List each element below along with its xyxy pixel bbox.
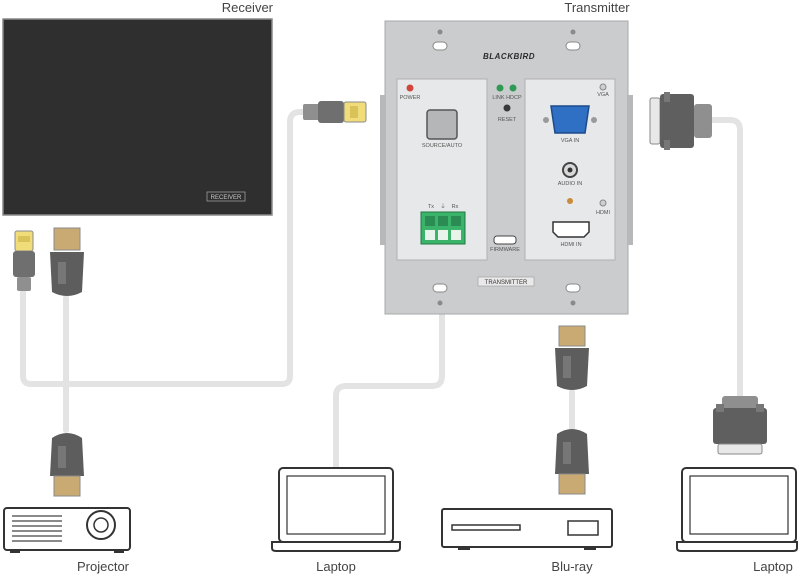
cat-cable — [20, 109, 325, 387]
vga-in-label: VGA IN — [561, 138, 579, 144]
hdmi-connector-transmitter — [555, 325, 589, 390]
power-label: POWER — [400, 95, 421, 101]
laptop-right-label: Laptop — [753, 559, 793, 574]
link-led — [496, 84, 504, 92]
source-auto-button — [426, 109, 458, 140]
vga-connector-bottom — [713, 396, 767, 455]
link-hdcp-label: LINK HDCP — [492, 95, 522, 101]
transmitter-label: Transmitter — [564, 0, 630, 15]
hdmi-in-label: HDMI IN — [560, 242, 581, 248]
hdmi-in-port — [552, 221, 590, 238]
hdmi-connector-bluray — [555, 429, 589, 495]
reset-button — [503, 104, 511, 112]
power-led — [406, 84, 414, 92]
audio-in-label: AUDIO IN — [558, 181, 582, 187]
terminal-block — [420, 211, 466, 245]
vga-port — [543, 105, 597, 134]
firmware-label: FIRMWARE — [490, 247, 520, 253]
transmitter-device: BLACKBIRD POWER LINK HDCP RESET SOURCE/A… — [380, 20, 633, 315]
reset-label: RESET — [498, 117, 517, 123]
receiver-badge: RECEIVER — [211, 195, 242, 201]
vga-led-label: VGA — [597, 92, 609, 98]
hdmi-connector-projector — [50, 433, 84, 497]
receiver-device: RECEIVER — [2, 18, 273, 216]
hdmi-led-label: HDMI — [596, 210, 611, 216]
transmitter-badge: TRANSMITTER — [485, 280, 528, 286]
firmware-port — [493, 235, 517, 245]
projector-device — [3, 507, 131, 553]
laptop-left-device — [271, 467, 401, 552]
vga-connector-top — [649, 92, 712, 150]
laptop-right-device — [676, 467, 798, 552]
hdcp-led — [509, 84, 517, 92]
rx-label: Rx — [452, 204, 459, 210]
transmitter-brand: BLACKBIRD — [483, 52, 535, 61]
vga-cable — [709, 117, 743, 399]
rj45-connector-left — [13, 230, 35, 291]
tx-label: Tx — [428, 204, 434, 210]
gnd-label: ⏚ — [440, 203, 446, 210]
rj45-connector-transmitter — [303, 101, 367, 123]
receiver-label: Receiver — [222, 0, 274, 15]
hdmi-connector-receiver — [50, 227, 84, 296]
cables — [20, 109, 743, 473]
source-auto-label: SOURCE/AUTO — [422, 143, 463, 149]
laptop-rs232-cable — [333, 243, 445, 473]
laptop-left-label: Laptop — [316, 559, 356, 574]
bluray-label: Blu-ray — [551, 559, 593, 574]
bluray-device — [441, 508, 613, 550]
projector-label: Projector — [77, 559, 130, 574]
